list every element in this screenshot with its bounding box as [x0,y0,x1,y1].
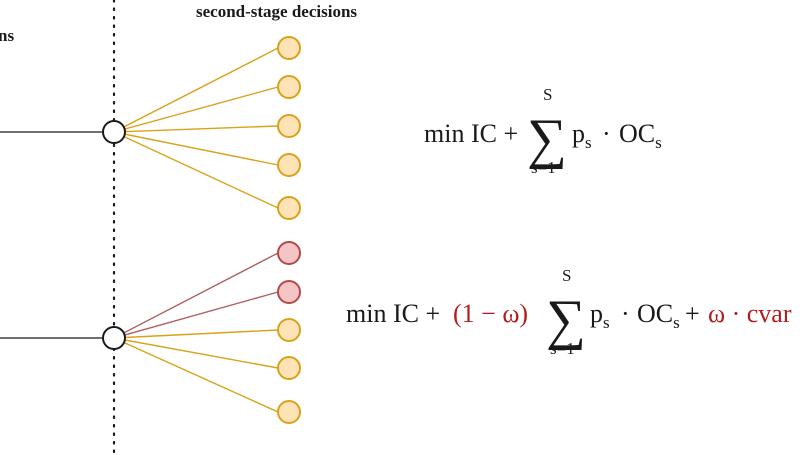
formula2-omega-cvar: ω · cvar [708,299,792,328]
scenario-node [277,75,301,99]
scenario-edge [113,329,279,339]
formula1-sum-upper: S [543,85,552,104]
scenario-edge [113,131,279,209]
scenario-edge [113,337,279,413]
scenario-node [277,400,301,424]
formula1-probability: ps [572,119,592,152]
formula1-operating-cost: OCs [619,119,662,152]
formula2-min-ic: min IC + [346,299,440,328]
formula2-sum-upper: S [562,266,571,285]
scenario-node [277,153,301,177]
formula2-plus: + [685,299,700,328]
risk-averse-objective: min IC + (1 − ω) S ∑ s=1 ps · OCs + ω · … [346,266,792,358]
formula1-min-ic: min IC + [424,119,518,148]
scenario-node [277,196,301,220]
scenario-node [277,356,301,380]
risk-averse-tree [0,241,301,424]
scenario-edge [113,291,279,339]
decision-node [102,326,126,350]
tail-scenario-node [277,241,301,265]
formula2-probability: ps [590,299,610,332]
scenario-edge [113,47,279,133]
decision-node [102,120,126,144]
scenario-edge [113,131,279,166]
formula2-one-minus-omega: (1 − ω) [453,299,528,328]
formula1-sum-lower: s=1 [531,158,556,177]
formula1-dot: · [602,119,611,148]
formula2-operating-cost: OCs [637,299,680,332]
scenario-node [277,318,301,342]
risk-neutral-objective: min IC + S ∑ s=1 ps · OCs [424,85,662,177]
scenario-node [277,36,301,60]
tail-scenario-node [277,280,301,304]
formula2-sum-symbol: ∑ [546,289,586,351]
formula2-sum-lower: s=1 [550,339,575,358]
scenario-edge [113,86,279,133]
scenario-edge [113,337,279,369]
scenario-node [277,114,301,138]
formula1-sum-symbol: ∑ [527,108,567,170]
risk-neutral-tree [0,36,301,220]
first-stage-header-fragment: ns [0,26,14,45]
scenario-edge [113,125,279,133]
formula2-dot: · [621,299,630,328]
second-stage-header: second-stage decisions [196,2,357,21]
scenario-edge [113,252,279,339]
